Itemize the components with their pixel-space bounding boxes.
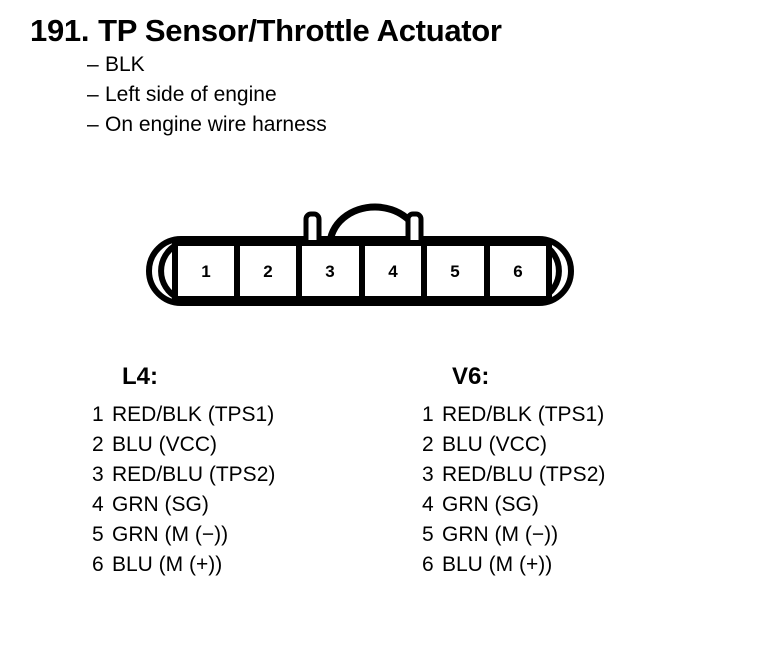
connector-diagram: 1 2 3 4 5 6 [140,195,580,315]
cavity-number-5: 5 [450,262,459,281]
pin-number: 5 [422,523,434,546]
pin-number: 3 [422,463,434,486]
pin-row: 6 BLU (M (+)) [92,550,392,580]
pin-label: GRN (SG) [112,493,209,516]
cavity-number-1: 1 [201,262,210,281]
pin-row: 6 BLU (M (+)) [422,550,722,580]
pinout-heading-v6: V6: [452,363,490,390]
pinout-heading-l4: L4: [122,363,158,390]
pin-label: RED/BLK (TPS1) [442,403,605,426]
pin-label: BLU (VCC) [442,433,548,456]
notes-list: – BLK – Left side of engine – On engine … [87,50,647,140]
pin-number: 2 [92,433,104,456]
connector-cavity-group [172,240,552,302]
connector-left-inner-arc [158,241,180,301]
cavity-number-3: 3 [325,262,334,281]
pin-number: 1 [422,403,434,426]
pin-row: 2 BLU (VCC) [92,430,392,460]
header-block: 191.TP Sensor/Throttle Actuator [30,12,730,50]
note-text: On engine wire harness [105,113,327,136]
pin-label: RED/BLK (TPS1) [112,403,275,426]
pin-label: GRN (M (−)) [442,523,559,546]
pin-row: 3 RED/BLU (TPS2) [422,460,722,490]
page-title-number: 191. [30,13,90,48]
pin-row: 4 GRN (SG) [92,490,392,520]
page-title-text: TP Sensor/Throttle Actuator [98,13,502,48]
dash-icon: – [87,113,99,136]
pin-number: 5 [92,523,104,546]
cavity-number-6: 6 [513,262,522,281]
pin-label: GRN (SG) [442,493,539,516]
dash-icon: – [87,53,99,76]
pin-label: BLU (M (+)) [112,553,223,576]
note-text: BLK [105,53,145,76]
pin-number: 1 [92,403,104,426]
pin-number: 6 [92,553,104,576]
pin-number: 4 [422,493,434,516]
cavity-number-2: 2 [263,262,272,281]
note-item: – Left side of engine [87,80,647,110]
pin-row: 5 GRN (M (−)) [92,520,392,550]
pin-row: 5 GRN (M (−)) [422,520,722,550]
pin-label: BLU (VCC) [112,433,218,456]
pin-label: BLU (M (+)) [442,553,553,576]
pin-number: 2 [422,433,434,456]
pin-number: 4 [92,493,104,516]
pin-label: RED/BLU (TPS2) [442,463,606,486]
cavity-number-4: 4 [388,262,398,281]
connector-illustration: 1 2 3 4 5 6 [146,203,574,306]
pin-row: 4 GRN (SG) [422,490,722,520]
note-text: Left side of engine [105,83,277,106]
pin-label: RED/BLU (TPS2) [112,463,276,486]
pin-label: GRN (M (−)) [112,523,229,546]
page-title: 191.TP Sensor/Throttle Actuator [30,12,730,50]
pin-row: 1 RED/BLK (TPS1) [422,400,722,430]
pin-row: 2 BLU (VCC) [422,430,722,460]
pin-number: 6 [422,553,434,576]
note-item: – On engine wire harness [87,110,647,140]
pin-row: 3 RED/BLU (TPS2) [92,460,392,490]
dash-icon: – [87,83,99,106]
pin-row: 1 RED/BLK (TPS1) [92,400,392,430]
pinout-rows-v6: 1 RED/BLK (TPS1) 2 BLU (VCC) 3 RED/BLU (… [422,400,722,580]
pin-number: 3 [92,463,104,486]
note-item: – BLK [87,50,647,80]
pinout-rows-l4: 1 RED/BLK (TPS1) 2 BLU (VCC) 3 RED/BLU (… [92,400,392,580]
